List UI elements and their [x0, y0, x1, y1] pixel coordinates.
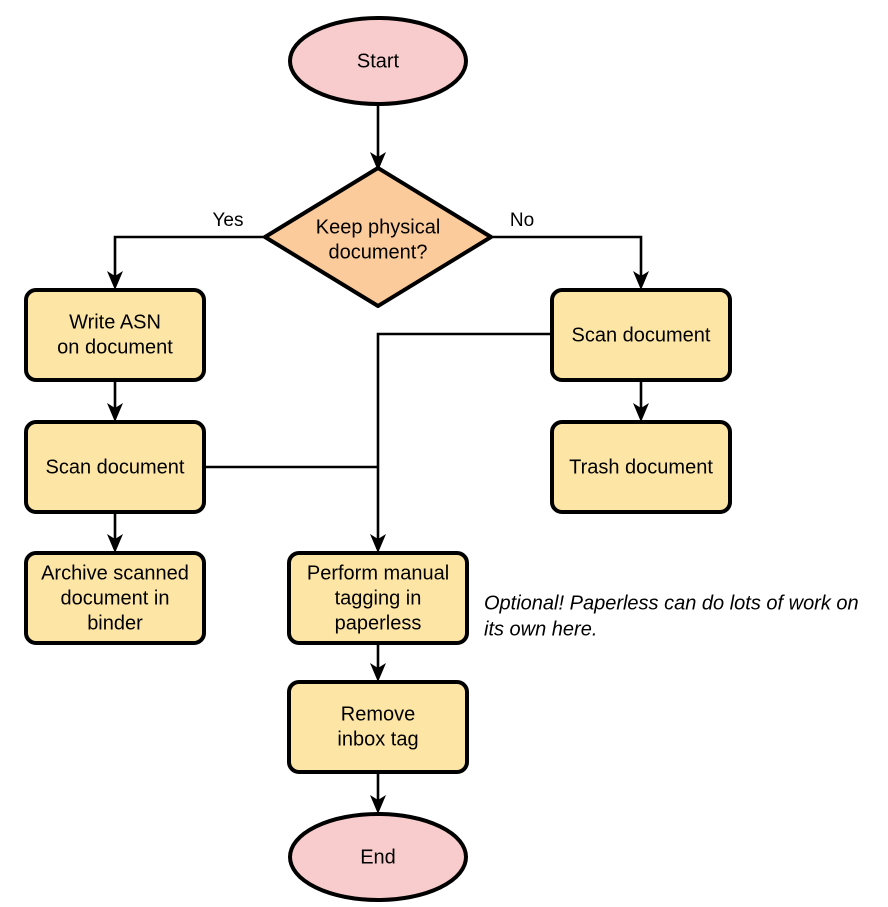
remove-inbox-tag-box-shape[interactable] — [287, 680, 469, 774]
trash-document-box-shape[interactable] — [550, 420, 732, 514]
annotation-layer: Optional! Paperless can do lots of work … — [484, 592, 859, 640]
end-ellipse-shape[interactable] — [288, 812, 468, 902]
node-end[interactable]: End — [288, 812, 468, 902]
decision-label-line2: document? — [329, 241, 428, 263]
node-start[interactable]: Start — [288, 16, 468, 106]
write-asn-box-shape[interactable] — [24, 288, 206, 382]
node-manual-tagging[interactable]: Perform manual tagging in paperless — [287, 551, 469, 645]
node-scan-document-left[interactable]: Scan document — [24, 420, 206, 514]
edge-start-to-decision — [370, 104, 386, 171]
node-remove-inbox-tag[interactable]: Remove inbox tag — [287, 680, 469, 774]
archive-binder-label-line1: Archive scanned — [41, 562, 189, 584]
archive-binder-label-line3: binder — [87, 612, 143, 634]
remove-inbox-tag-label-line2: inbox tag — [337, 728, 418, 750]
node-keep-physical-document[interactable]: Keep physical document? — [263, 166, 493, 308]
node-layer: Start Keep physical document? Write ASN … — [24, 16, 732, 902]
edge-scan-left-to-archive — [107, 512, 123, 553]
archive-binder-box-shape[interactable] — [24, 551, 206, 645]
edge-label-yes: Yes — [213, 210, 244, 231]
node-write-asn[interactable]: Write ASN on document — [24, 288, 206, 382]
optional-note-line1: Optional! Paperless can do lots of work … — [484, 592, 859, 614]
edge-decision-yes — [107, 235, 265, 290]
edge-label-layer: Yes No — [213, 210, 535, 231]
manual-tagging-label-line3: paperless — [335, 612, 422, 634]
start-label: Start — [357, 50, 400, 72]
decision-diamond-shape[interactable] — [263, 166, 493, 308]
scan-document-left-label: Scan document — [46, 456, 185, 478]
manual-tagging-box-shape[interactable] — [287, 551, 469, 645]
edge-layer — [107, 104, 649, 814]
edge-scan-right-to-trash — [633, 380, 649, 422]
decision-label-line1: Keep physical — [316, 216, 441, 238]
scan-document-right-box-shape[interactable] — [550, 288, 732, 382]
manual-tagging-label-line2: tagging in — [335, 587, 422, 609]
optional-note-line2: its own here. — [484, 618, 597, 640]
start-ellipse-shape[interactable] — [288, 16, 468, 106]
edge-scan-right-to-tagging — [370, 332, 552, 553]
scan-document-right-label: Scan document — [572, 324, 711, 346]
edge-label-no: No — [510, 210, 534, 231]
node-scan-document-right[interactable]: Scan document — [550, 288, 732, 382]
scan-document-left-box-shape[interactable] — [24, 420, 206, 514]
edge-tagging-to-remove-tag — [370, 643, 386, 682]
remove-inbox-tag-label-line1: Remove — [341, 703, 415, 725]
edge-remove-tag-to-end — [370, 772, 386, 814]
trash-document-label: Trash document — [569, 456, 713, 478]
edge-decision-no — [491, 235, 649, 290]
node-archive-binder[interactable]: Archive scanned document in binder — [24, 551, 206, 645]
manual-tagging-label-line1: Perform manual — [307, 562, 449, 584]
edge-write-asn-to-scan — [107, 380, 123, 422]
end-label: End — [360, 846, 396, 868]
node-trash-document[interactable]: Trash document — [550, 420, 732, 514]
write-asn-label-line2: on document — [57, 336, 173, 358]
write-asn-label-line1: Write ASN — [69, 311, 161, 333]
archive-binder-label-line2: document in — [61, 587, 170, 609]
